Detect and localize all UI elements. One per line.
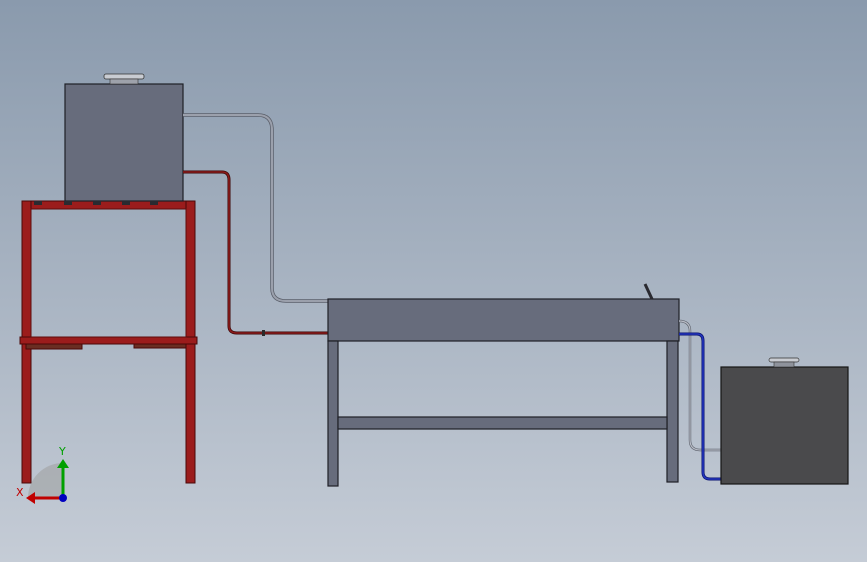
lower-tank-lid <box>768 357 800 363</box>
drain-pipe-gray[interactable] <box>678 320 721 451</box>
mount-tab <box>150 201 158 205</box>
table-crossbar <box>337 416 668 430</box>
table-top <box>327 298 680 342</box>
work-table[interactable] <box>327 298 680 487</box>
upper-tank[interactable] <box>34 73 184 205</box>
mount-tab <box>64 201 72 205</box>
table-left-leg <box>327 340 339 487</box>
table-right-leg <box>666 340 679 483</box>
y-axis-arrow <box>57 459 69 468</box>
x-axis-label: X <box>16 486 24 499</box>
z-axis-dot <box>59 494 67 502</box>
mount-tab <box>34 201 42 205</box>
triad-plane <box>28 463 63 498</box>
upper-tank-body <box>64 83 184 202</box>
supply-pipe[interactable] <box>183 114 328 302</box>
lower-tank-body <box>720 366 849 485</box>
reference-triad: Y X <box>16 445 69 504</box>
y-axis-label: Y <box>58 445 66 458</box>
stand-inner-outline <box>30 208 187 338</box>
lower-tank[interactable] <box>720 357 849 485</box>
stand-shelf-left <box>25 343 83 350</box>
return-pipe[interactable] <box>183 171 328 334</box>
lower-tank-neck <box>773 361 795 368</box>
stand-shelf-right <box>133 343 187 349</box>
stand-middle-rail <box>19 336 198 345</box>
tank-stand[interactable] <box>19 200 198 484</box>
return-pipe-coupling <box>262 330 265 336</box>
drain-pipe[interactable] <box>679 333 721 480</box>
upper-tank-neck <box>109 78 139 85</box>
mount-tab <box>122 201 130 205</box>
mount-tab <box>93 201 101 205</box>
upper-tank-lid <box>103 73 145 80</box>
stand-top-rail <box>21 200 196 210</box>
table-valve-handle[interactable] <box>643 283 654 300</box>
x-axis-arrow <box>26 492 35 504</box>
